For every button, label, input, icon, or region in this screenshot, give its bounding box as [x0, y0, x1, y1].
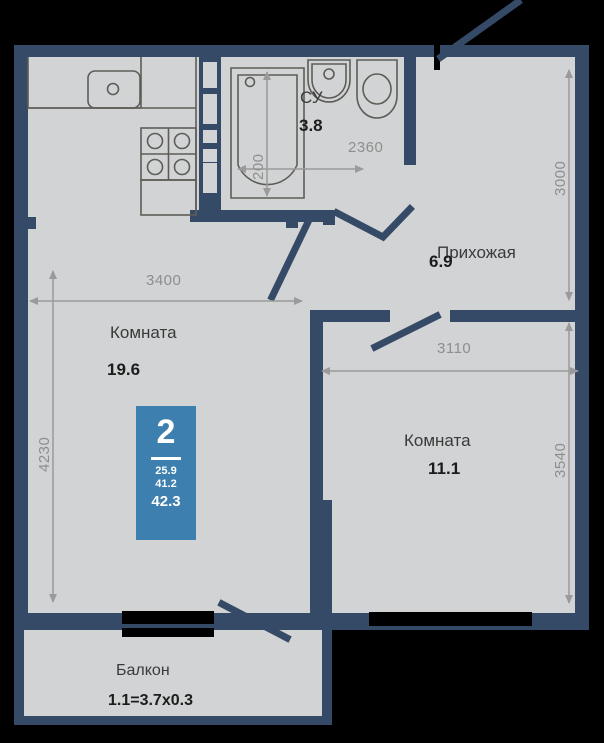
- windows: [122, 611, 532, 639]
- dimension-label-3000: 3000: [552, 160, 569, 196]
- apartment-summary-badge[interactable]: 2 25.9 41.2 42.3: [136, 406, 196, 540]
- room-label-bathroom: СУ: [300, 88, 323, 107]
- toilet-icon: [356, 59, 398, 119]
- kitchen-cabinet-icon: [140, 179, 197, 216]
- badge-living-area: 25.9: [155, 465, 177, 477]
- dimension-label-3110: 3110: [437, 340, 472, 357]
- dimension-label-4230: 4230: [36, 436, 53, 472]
- living-room-door-leaf: [267, 217, 313, 302]
- balcony-door-leaf: [217, 599, 292, 643]
- room-area-bathroom: 3.8: [299, 116, 323, 135]
- room-label-balcony: Балкон: [116, 662, 170, 679]
- partition-slots: [203, 62, 217, 193]
- badge-room-count: 2: [156, 413, 176, 451]
- hall-angled-wall: [332, 204, 415, 242]
- room-area-bedroom: 11.1: [428, 459, 461, 478]
- room-label-living: Комната: [110, 323, 177, 342]
- washbasin-icon: [307, 59, 351, 103]
- entrance-door-leaf: [436, 0, 523, 62]
- dimension-label-3400: 3400: [146, 272, 182, 289]
- badge-total-area: 41.2: [155, 478, 177, 491]
- badge-divider: [151, 457, 181, 460]
- dimension-lines: [29, 69, 579, 604]
- room-area-balcony: 1.1=3.7x0.3: [108, 692, 193, 709]
- room-area-hallway: 6.9: [429, 252, 453, 271]
- room-area-living: 19.6: [107, 360, 141, 379]
- bedroom-door-leaf: [370, 311, 442, 352]
- stove-icon: [140, 127, 197, 181]
- dimension-label-200: 200: [250, 153, 267, 180]
- dimension-label-3540: 3540: [552, 442, 569, 478]
- room-label-hallway: Прихожая: [437, 243, 516, 262]
- dimension-label-2360: 2360: [348, 139, 384, 156]
- doors: [217, 0, 523, 643]
- room-label-bedroom: Комната: [404, 431, 471, 450]
- badge-total-with-balcony: 42.3: [151, 492, 181, 510]
- sink-icon: [87, 70, 141, 109]
- fixtures: [27, 57, 398, 216]
